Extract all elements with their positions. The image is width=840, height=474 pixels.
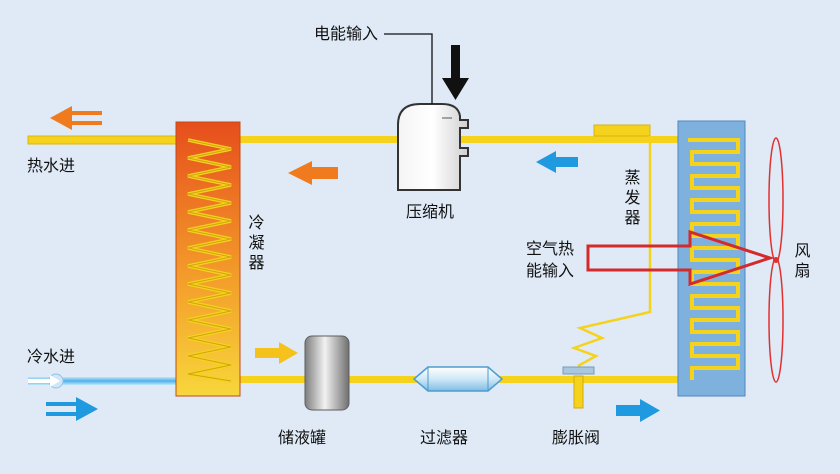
flow-arrow-icon: [288, 161, 338, 185]
compressor-icon: [397, 103, 469, 191]
flow-arrow-icon: [28, 375, 60, 387]
cold-water-label: 冷水进: [27, 347, 76, 366]
cold-water-pipe: [28, 377, 188, 385]
evaporator-label: 蒸发器: [624, 168, 641, 227]
flow-arrow-icon: [255, 342, 298, 364]
hot-water-pipe: [27, 135, 189, 145]
condenser-label: 冷凝器: [248, 213, 265, 272]
filter-label: 过滤器: [420, 428, 469, 447]
air-heat-label-line2: 能输入: [526, 261, 575, 280]
receiver-label: 储液罐: [278, 428, 327, 447]
receiver-tank: [304, 335, 350, 411]
expansion-valve-label: 膨胀阀: [552, 428, 601, 447]
expansion-valve-cap: [562, 366, 595, 375]
flow-arrow-icon: [536, 151, 578, 173]
power-leader-line: [384, 33, 433, 104]
power-arrow-icon: [442, 45, 469, 100]
evaporator-coil: [688, 138, 740, 380]
fan-icon: [768, 137, 784, 383]
flow-arrow-icon: [616, 399, 660, 422]
flow-arrow-icon: [50, 106, 102, 130]
fan-label: 风扇: [794, 241, 811, 280]
compressor-label: 压缩机: [406, 202, 455, 221]
flow-arrow-icon: [46, 397, 98, 421]
filter: [412, 366, 504, 392]
power-input-label: 电能输入: [314, 24, 379, 43]
pipe-sensor: [593, 124, 651, 137]
capillary-tube: [570, 136, 652, 368]
air-heat-arrow-icon: [586, 229, 775, 287]
expansion-valve-stem: [573, 375, 584, 409]
air-heat-label-line1: 空气热: [526, 239, 575, 258]
hot-water-label: 热水进: [27, 156, 76, 175]
